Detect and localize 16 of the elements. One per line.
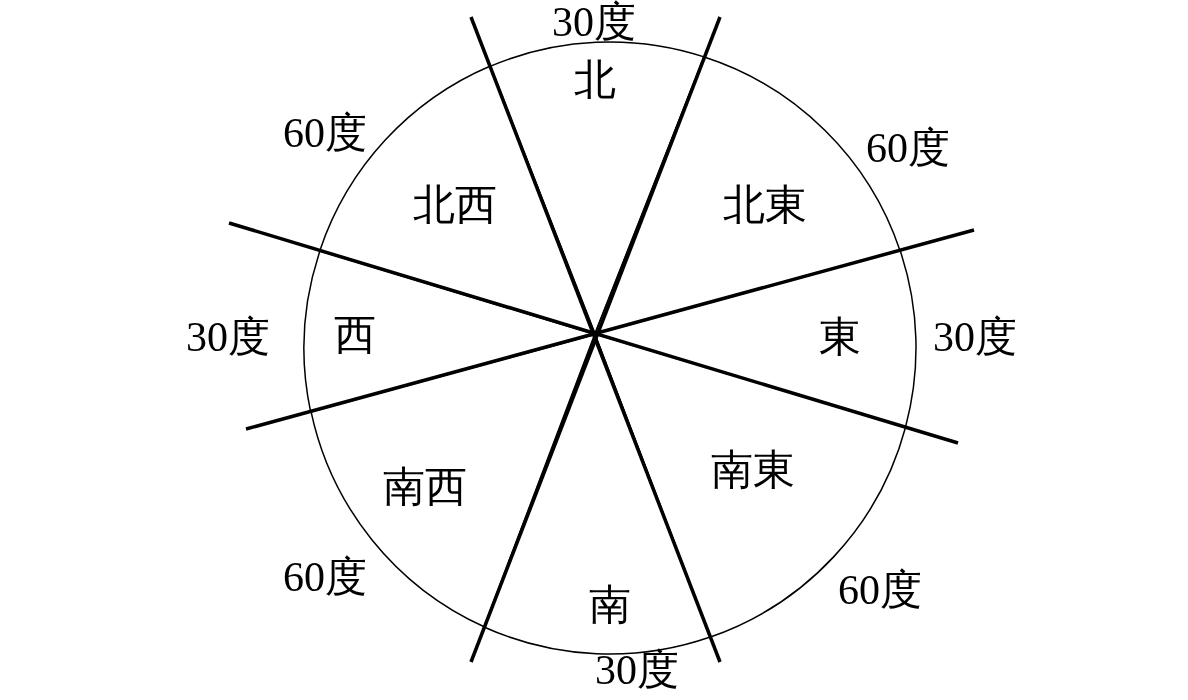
angle-label: 30度	[933, 316, 1017, 358]
direction-label: 南	[589, 584, 631, 626]
direction-label: 南東	[711, 449, 795, 491]
angle-label: 30度	[595, 649, 679, 691]
angle-label: 60度	[866, 127, 950, 169]
direction-label: 北	[574, 59, 616, 101]
direction-label: 南西	[383, 466, 467, 508]
direction-label: 西	[334, 314, 376, 356]
angle-label: 60度	[838, 569, 922, 611]
angle-label: 30度	[552, 1, 636, 43]
direction-label: 北東	[723, 184, 807, 226]
direction-label: 北西	[413, 184, 497, 226]
angle-label: 60度	[283, 556, 367, 598]
direction-label: 東	[819, 316, 861, 358]
angle-label: 30度	[186, 316, 270, 358]
angle-label: 60度	[283, 112, 367, 154]
